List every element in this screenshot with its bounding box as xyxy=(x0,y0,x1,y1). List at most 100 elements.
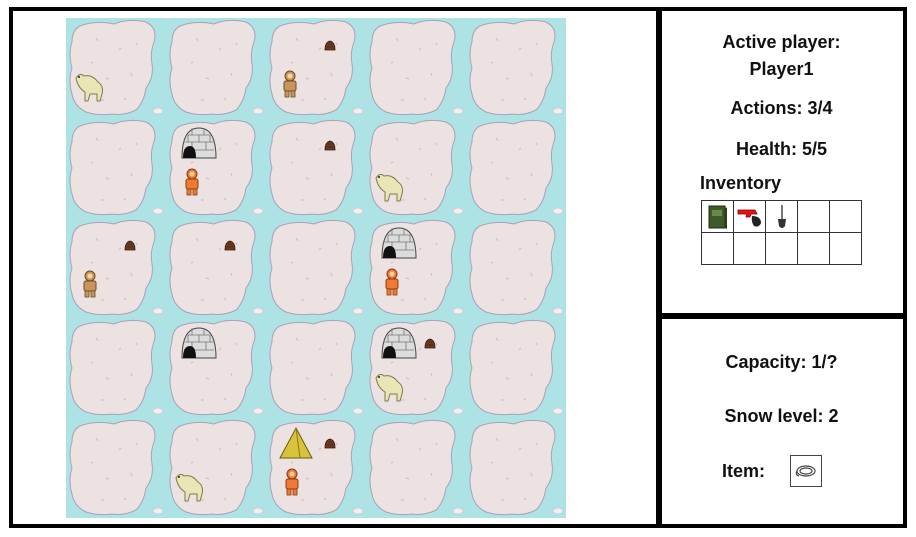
bear-sprite xyxy=(372,368,408,407)
igloo-sprite xyxy=(180,326,218,365)
ice-floe-tile-0-4[interactable] xyxy=(466,18,566,118)
inventory-slot-1[interactable] xyxy=(734,201,766,233)
explorer-icon xyxy=(285,468,299,496)
snow-sprite xyxy=(124,238,136,256)
snow-mound-icon xyxy=(124,240,136,251)
ice-floe-shape xyxy=(469,19,564,116)
polar-bear-icon xyxy=(375,373,403,402)
ice-floe-shape xyxy=(469,319,564,416)
health-counter: Health: 5/5 xyxy=(735,139,828,159)
ice-floe-tile-2-3[interactable] xyxy=(366,218,466,318)
ice-floe-tile-4-0[interactable] xyxy=(66,418,166,518)
ice-floe-tile-3-4[interactable] xyxy=(466,318,566,418)
snow-level-text: Snow level: 2 xyxy=(724,406,839,426)
tent-icon xyxy=(279,426,313,459)
polar-bear-icon xyxy=(75,73,103,102)
ice-floe-tile-2-2[interactable] xyxy=(266,218,366,318)
inventory-slot-7[interactable] xyxy=(766,233,798,265)
ice-floe-tile-4-2[interactable] xyxy=(266,418,366,518)
ice-floe-shape xyxy=(269,119,364,216)
ice-floe-shape xyxy=(169,19,264,116)
bear-sprite xyxy=(72,68,108,107)
eskimo-icon xyxy=(283,70,297,98)
igloo-sprite xyxy=(380,226,418,265)
bear-sprite xyxy=(372,168,408,207)
ice-floe-tile-4-3[interactable] xyxy=(366,418,466,518)
snow-mound-icon xyxy=(324,140,336,151)
explorer-sprite xyxy=(282,468,302,501)
ice-floe-tile-3-2[interactable] xyxy=(266,318,366,418)
ice-floe-tile-1-4[interactable] xyxy=(466,118,566,218)
ice-floe-shape xyxy=(469,419,564,516)
book-icon xyxy=(708,205,727,229)
ice-floe-tile-1-2[interactable] xyxy=(266,118,366,218)
ice-floe-tile-2-1[interactable] xyxy=(166,218,266,318)
ice-floe-shape xyxy=(69,219,164,316)
snow-sprite xyxy=(324,436,336,454)
ice-floe-shape xyxy=(69,319,164,416)
eskimo-icon xyxy=(83,270,97,298)
ice-floe-shape xyxy=(69,119,164,216)
polar-bear-icon xyxy=(175,473,203,502)
ice-floe-tile-3-0[interactable] xyxy=(66,318,166,418)
inventory-slot-3[interactable] xyxy=(798,201,830,233)
ice-floe-tile-0-0[interactable] xyxy=(66,18,166,118)
igloo-icon xyxy=(181,127,217,159)
inventory-label: Inventory xyxy=(700,173,782,193)
snow-sprite xyxy=(324,38,336,56)
rope-icon xyxy=(795,465,816,477)
snow-mound-icon xyxy=(324,40,336,51)
shovel-icon xyxy=(778,205,786,228)
inventory-grid xyxy=(701,200,862,265)
ice-floe-tile-3-3[interactable] xyxy=(366,318,466,418)
ice-floe-shape xyxy=(269,319,364,416)
ice-floe-tile-0-2[interactable] xyxy=(266,18,366,118)
ice-floe-shape xyxy=(369,19,464,116)
explorer-icon xyxy=(385,268,399,296)
ice-floe-tile-3-1[interactable] xyxy=(166,318,266,418)
item-slot[interactable] xyxy=(790,455,822,487)
eskimo-sprite xyxy=(80,270,100,303)
ice-floe-shape xyxy=(69,419,164,516)
snow-sprite xyxy=(224,238,236,256)
ice-floe-tile-2-4[interactable] xyxy=(466,218,566,318)
ice-floe-shape xyxy=(469,119,564,216)
snow-mound-icon xyxy=(424,338,436,349)
explorer-sprite xyxy=(382,268,402,301)
inventory-slot-8[interactable] xyxy=(798,233,830,265)
flare-gun-icon xyxy=(737,209,761,227)
explorer-icon xyxy=(185,168,199,196)
inventory-slot-2[interactable] xyxy=(766,201,798,233)
ice-floe-tile-1-0[interactable] xyxy=(66,118,166,218)
tent-sprite xyxy=(278,426,314,465)
inventory-slot-4[interactable] xyxy=(830,201,862,233)
capacity-text: Capacity: 1/? xyxy=(725,352,838,372)
ice-floe-tile-2-0[interactable] xyxy=(66,218,166,318)
actions-counter: Actions: 3/4 xyxy=(730,98,833,118)
snow-sprite xyxy=(424,336,436,354)
explorer-sprite xyxy=(182,168,202,201)
igloo-icon xyxy=(181,327,217,359)
eskimo-sprite xyxy=(280,70,300,103)
ice-floe-tile-4-1[interactable] xyxy=(166,418,266,518)
ice-floe-shape xyxy=(469,219,564,316)
ice-floe-tile-1-3[interactable] xyxy=(366,118,466,218)
ice-floe-tile-1-1[interactable] xyxy=(166,118,266,218)
ice-floe-tile-4-4[interactable] xyxy=(466,418,566,518)
board-frame xyxy=(9,7,662,528)
snow-mound-icon xyxy=(224,240,236,251)
igloo-sprite xyxy=(380,326,418,365)
ice-floe-shape xyxy=(369,419,464,516)
game-board xyxy=(66,18,566,518)
snow-mound-icon xyxy=(324,438,336,449)
ice-floe-tile-0-3[interactable] xyxy=(366,18,466,118)
ice-floe-tile-0-1[interactable] xyxy=(166,18,266,118)
ice-floe-shape xyxy=(269,19,364,116)
ice-floe-shape xyxy=(269,219,364,316)
inventory-slot-0[interactable] xyxy=(702,201,734,233)
inventory-slot-6[interactable] xyxy=(734,233,766,265)
bear-sprite xyxy=(172,468,208,507)
inventory-slot-5[interactable] xyxy=(702,233,734,265)
igloo-icon xyxy=(381,327,417,359)
inventory-slot-9[interactable] xyxy=(830,233,862,265)
